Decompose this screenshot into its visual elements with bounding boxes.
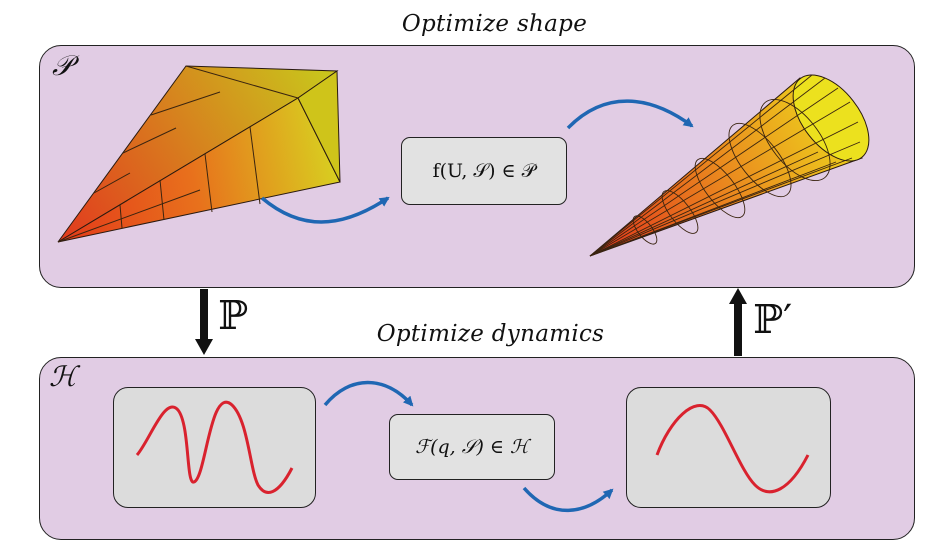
- wedge-shape-icon: [57, 65, 341, 243]
- projection-up-label: ℙ′: [753, 297, 793, 343]
- dynamics-map-box: ℱ(q, 𝒮) ∈ ℋ: [389, 414, 555, 480]
- shape-map-formula: f(U, 𝒮) ∈ 𝒫: [432, 160, 536, 182]
- shape-space-label: 𝒫: [52, 49, 73, 82]
- flow-arrow-dyn-1: [323, 380, 414, 407]
- optimize-dynamics-heading: Optimize dynamics: [376, 321, 605, 347]
- cone-shape-icon: [589, 74, 870, 257]
- initial-wave-curve: [135, 400, 294, 494]
- flow-arrow-shape-1: [260, 196, 390, 224]
- projection-down-arrow: [195, 289, 213, 355]
- dynamics-space-label: ℋ: [49, 360, 77, 393]
- flow-arrow-dyn-2: [522, 486, 614, 513]
- projection-down-label: ℙ: [218, 293, 249, 339]
- initial-wave-box: [113, 387, 316, 508]
- projection-up-arrow: [729, 288, 747, 356]
- shape-map-box: f(U, 𝒮) ∈ 𝒫: [401, 137, 567, 205]
- flow-arrow-shape-2: [566, 99, 694, 130]
- optimize-shape-heading: Optimize shape: [401, 11, 588, 37]
- dynamics-map-formula: ℱ(q, 𝒮) ∈ ℋ: [415, 436, 529, 458]
- optimized-wave-curve: [655, 404, 810, 494]
